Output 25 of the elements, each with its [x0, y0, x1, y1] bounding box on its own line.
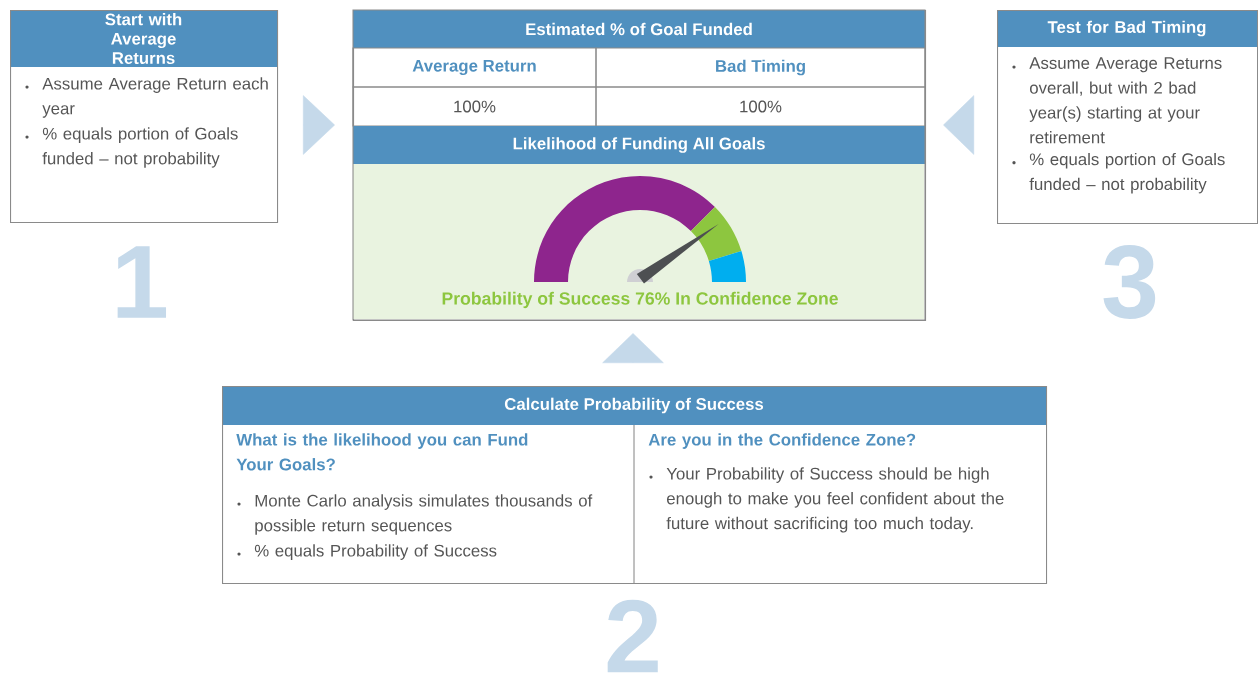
subheading: What is the likelihood you can Fund Your Goals? [236, 433, 528, 471]
arrow [302, 95, 335, 155]
box-header: Calculate Probability of Success [222, 386, 1046, 425]
table-cell: 100% [352, 86, 597, 127]
bullet-item: Assume Average Return each year [25, 77, 268, 118]
arrow [602, 333, 664, 364]
box-header: Test for Bad Timing [997, 10, 1257, 47]
column-header-cell: Bad Timing [595, 47, 926, 88]
bullet-item: Monte Carlo analysis simulates thousands of possible return sequences [237, 494, 593, 535]
box-header: Start with Average Returns [10, 10, 277, 67]
step-number: 2 [607, 599, 658, 673]
bullet-item: % equals Probability of Success [237, 544, 497, 560]
table-cell: 100% [595, 86, 926, 127]
gauge-caption: Probability of Success 76% In Confidence Zone [442, 291, 838, 309]
step-number: 1 [117, 246, 166, 318]
bullet-item: % equals portion of Goals funded – not probability [25, 127, 238, 168]
step-number: 3 [1103, 245, 1156, 319]
box-header: Estimated % of Goal Funded [353, 10, 925, 48]
box-header: Likelihood of Funding All Goals [353, 126, 925, 164]
bullet-item: Your Probability of Success should be high enough to make you feel confident about the future without sacrificing too much today. [649, 467, 1004, 533]
column-header-cell: Average Return [352, 47, 597, 88]
bullet-item: Assume Average Returns overall, but with 2 bad year(s) starting at your retirement [1012, 57, 1222, 144]
bullet-item: % equals portion of Goals funded – not probability [1012, 152, 1225, 194]
subheading: Are you in the Confidence Zone? [648, 433, 916, 449]
arrow [943, 95, 975, 155]
